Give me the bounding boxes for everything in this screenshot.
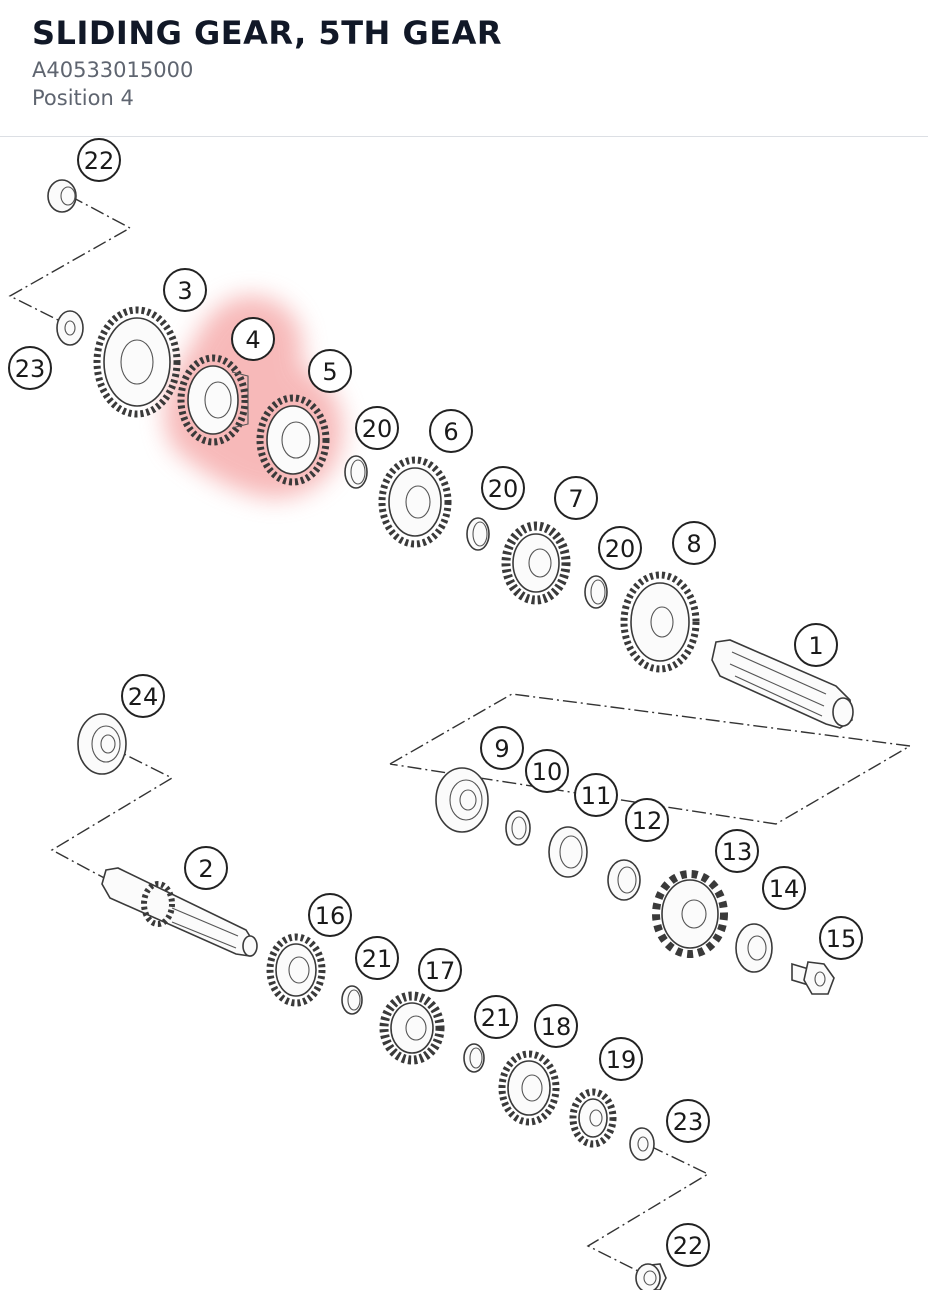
svg-text:4: 4 [245, 326, 260, 354]
svg-text:22: 22 [84, 147, 115, 175]
part-21-circlip-a [341, 985, 363, 1015]
part-2-countershaft [101, 867, 258, 957]
callout-21-b[interactable]: 21 [474, 995, 518, 1039]
callout-3[interactable]: 3 [163, 268, 207, 312]
part-15-bolt [791, 961, 835, 995]
callout-23-bottom[interactable]: 23 [666, 1099, 710, 1143]
callout-11[interactable]: 11 [574, 773, 618, 817]
svg-text:2: 2 [198, 855, 213, 883]
svg-text:7: 7 [568, 485, 583, 513]
callout-20-a[interactable]: 20 [355, 406, 399, 450]
callout-24[interactable]: 24 [121, 674, 165, 718]
callout-9[interactable]: 9 [480, 726, 524, 770]
part-19-gear [569, 1088, 617, 1148]
svg-text:21: 21 [362, 945, 393, 973]
callout-14[interactable]: 14 [762, 866, 806, 910]
part-17-gear [379, 991, 445, 1065]
callout-17[interactable]: 17 [418, 948, 462, 992]
callout-1[interactable]: 1 [794, 623, 838, 667]
part-8-gear [620, 571, 700, 673]
part-10-ring [505, 810, 531, 846]
callout-8[interactable]: 8 [672, 521, 716, 565]
svg-text:19: 19 [606, 1046, 637, 1074]
svg-text:22: 22 [673, 1232, 704, 1260]
exploded-diagram: 22 3 23 4 5 20 6 20 7 20 8 1 24 9 10 11 … [8, 138, 913, 1290]
part-title: SLIDING GEAR, 5TH GEAR [32, 14, 502, 52]
part-header: SLIDING GEAR, 5TH GEAR A40533015000 Posi… [0, 0, 928, 137]
svg-text:11: 11 [581, 782, 612, 810]
part-1-shaft [711, 639, 854, 729]
part-16-gear [266, 933, 326, 1007]
callout-16[interactable]: 16 [308, 893, 352, 937]
part-9-bearing [435, 767, 489, 833]
part-21-circlip-b [463, 1043, 485, 1073]
svg-text:10: 10 [532, 758, 563, 786]
callout-2[interactable]: 2 [184, 846, 228, 890]
svg-text:8: 8 [686, 530, 701, 558]
callout-22-top[interactable]: 22 [77, 138, 121, 182]
part-23-washer-top [56, 310, 84, 346]
part-position: Position 4 [32, 86, 134, 110]
callout-15[interactable]: 15 [819, 916, 863, 960]
part-18-gear [498, 1050, 560, 1126]
part-20-circlip-c [584, 575, 608, 609]
svg-text:18: 18 [541, 1013, 572, 1041]
svg-text:20: 20 [488, 475, 519, 503]
svg-text:20: 20 [362, 415, 393, 443]
callout-19[interactable]: 19 [599, 1037, 643, 1081]
svg-text:12: 12 [632, 807, 663, 835]
svg-text:21: 21 [481, 1004, 512, 1032]
callout-13[interactable]: 13 [715, 829, 759, 873]
part-14-washer [735, 923, 773, 973]
callout-23-top[interactable]: 23 [8, 346, 52, 390]
part-22-bushing-top [47, 179, 77, 213]
part-22-bushing-bottom [635, 1263, 667, 1290]
part-13-sprocket [652, 870, 728, 958]
part-20-circlip-a [344, 455, 368, 489]
svg-text:3: 3 [177, 277, 192, 305]
svg-text:23: 23 [673, 1108, 704, 1136]
part-3-gear [93, 306, 181, 418]
callout-20-c[interactable]: 20 [598, 526, 642, 570]
callout-18[interactable]: 18 [534, 1004, 578, 1048]
callout-5[interactable]: 5 [308, 349, 352, 393]
part-7-gear [501, 521, 571, 605]
part-23-washer-bottom [629, 1127, 655, 1161]
svg-text:13: 13 [722, 838, 753, 866]
callout-6[interactable]: 6 [429, 409, 473, 453]
svg-text:14: 14 [769, 875, 800, 903]
svg-text:23: 23 [15, 355, 46, 383]
part-number: A40533015000 [32, 58, 194, 82]
svg-text:5: 5 [322, 358, 337, 386]
part-24-bearing [77, 713, 127, 775]
part-4-sliding-gear [177, 354, 249, 446]
callout-4[interactable]: 4 [231, 317, 275, 361]
part-20-circlip-b [466, 517, 490, 551]
part-5-gear [256, 394, 330, 486]
callout-group: 22 3 23 4 5 20 6 20 7 20 8 1 24 9 10 11 … [8, 138, 863, 1267]
callout-7[interactable]: 7 [554, 476, 598, 520]
svg-text:1: 1 [808, 632, 823, 660]
part-11-seal [548, 826, 588, 878]
svg-text:24: 24 [128, 683, 159, 711]
svg-text:6: 6 [443, 418, 458, 446]
svg-text:9: 9 [494, 735, 509, 763]
svg-text:15: 15 [826, 925, 857, 953]
svg-text:20: 20 [605, 535, 636, 563]
part-12-spacer [607, 859, 641, 901]
svg-text:16: 16 [315, 902, 346, 930]
callout-12[interactable]: 12 [625, 798, 669, 842]
svg-text:17: 17 [425, 957, 456, 985]
callout-22-bottom[interactable]: 22 [666, 1223, 710, 1267]
part-6-gear [378, 456, 452, 548]
callout-21-a[interactable]: 21 [355, 936, 399, 980]
callout-20-b[interactable]: 20 [481, 466, 525, 510]
callout-10[interactable]: 10 [525, 749, 569, 793]
